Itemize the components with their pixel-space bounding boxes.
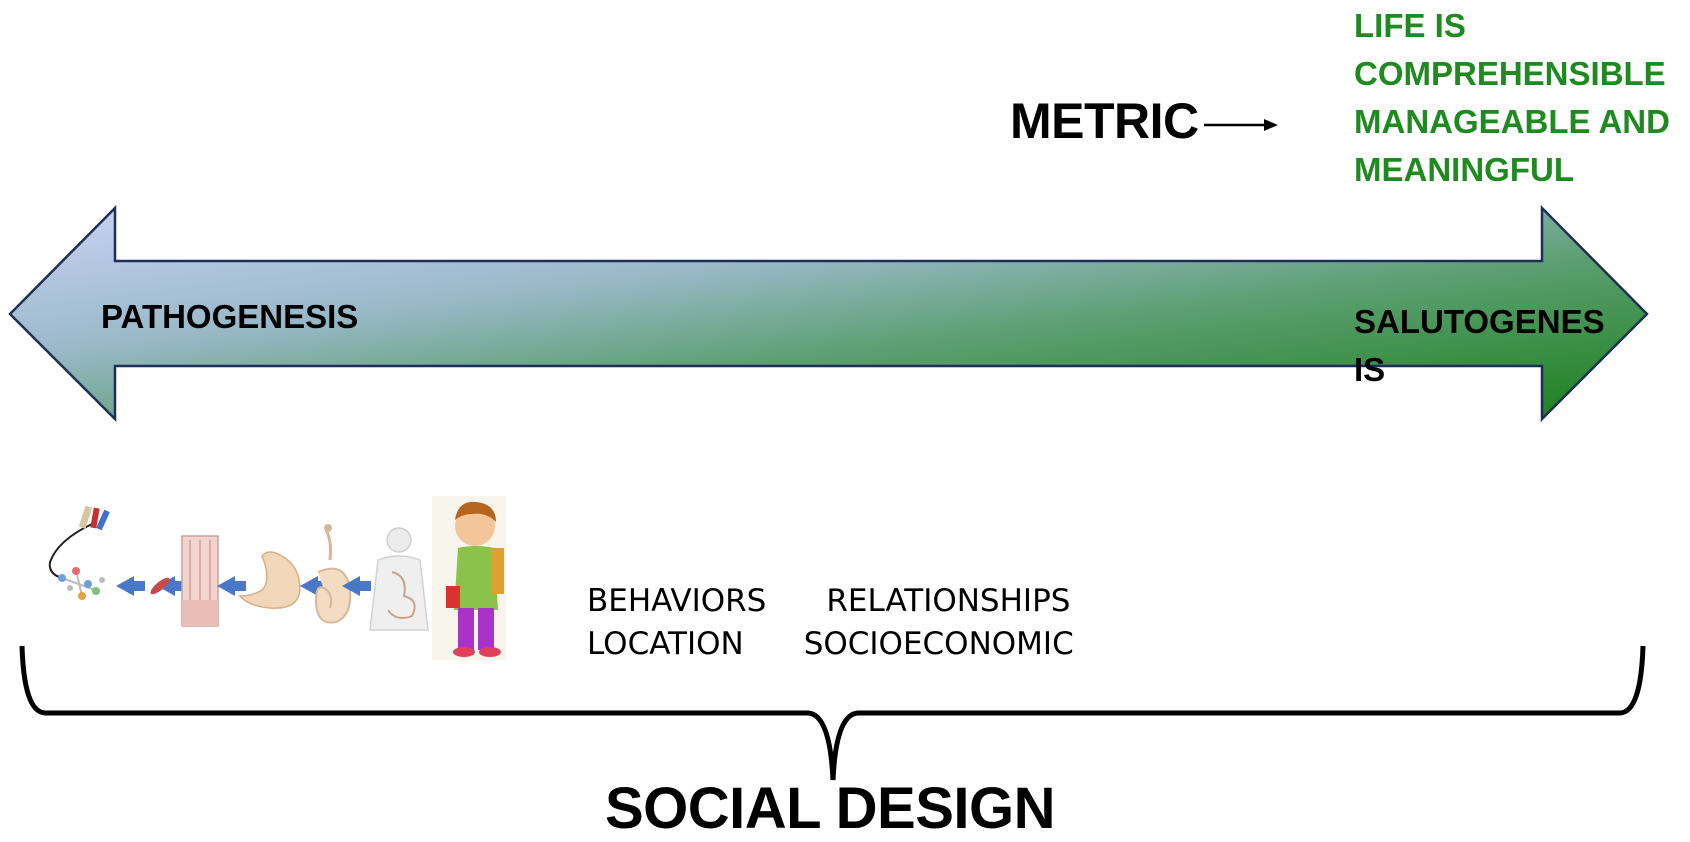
factor-socioeconomic: SOCIOECONOMIC [803,626,1074,662]
sick-boy-icon [432,496,506,660]
muscle-fiber-icon [150,577,170,595]
pathogenesis-label: PATHOGENESIS [101,298,359,335]
pathogenesis-illustration [48,496,506,660]
goal-line: MANAGEABLE AND [1354,103,1670,140]
salutogenesis-label: SALUTOGENESIS [1354,303,1605,388]
factor-location: LOCATION [587,626,744,662]
metric-label: METRIC [1010,93,1199,149]
goal-line: COMPREHENSIBLE [1354,55,1666,92]
body-digestive-icon [369,527,429,631]
goal-line: MEANINGFUL [1354,151,1574,188]
factor-behaviors: BEHAVIORS [587,583,767,619]
social-factors: BEHAVIORS RELATIONSHIPS LOCATION SOCIOECONO… [587,580,1307,666]
molecule-icon [48,505,110,600]
chain-arrow-icon [217,576,246,596]
social-design-title: SOCIAL DESIGN [604,776,1056,841]
goal-line: LIFE IS [1354,7,1466,44]
chain-arrow-icon [342,576,371,596]
chain-arrow-icon [116,576,145,596]
chain-arrow-icon [157,576,186,596]
factor-relationships: RELATIONSHIPS [826,583,1071,619]
metric-arrow [1204,119,1278,131]
spectrum-arrow [8,204,1649,423]
intestine-icon [314,524,352,624]
tissue-icon [181,535,219,627]
salutogenesis-goal: LIFE IS COMPREHENSIBLE MANAGEABLE AND ME… [1354,2,1670,194]
social-design-brace [19,645,1646,781]
stomach-icon [238,551,301,609]
